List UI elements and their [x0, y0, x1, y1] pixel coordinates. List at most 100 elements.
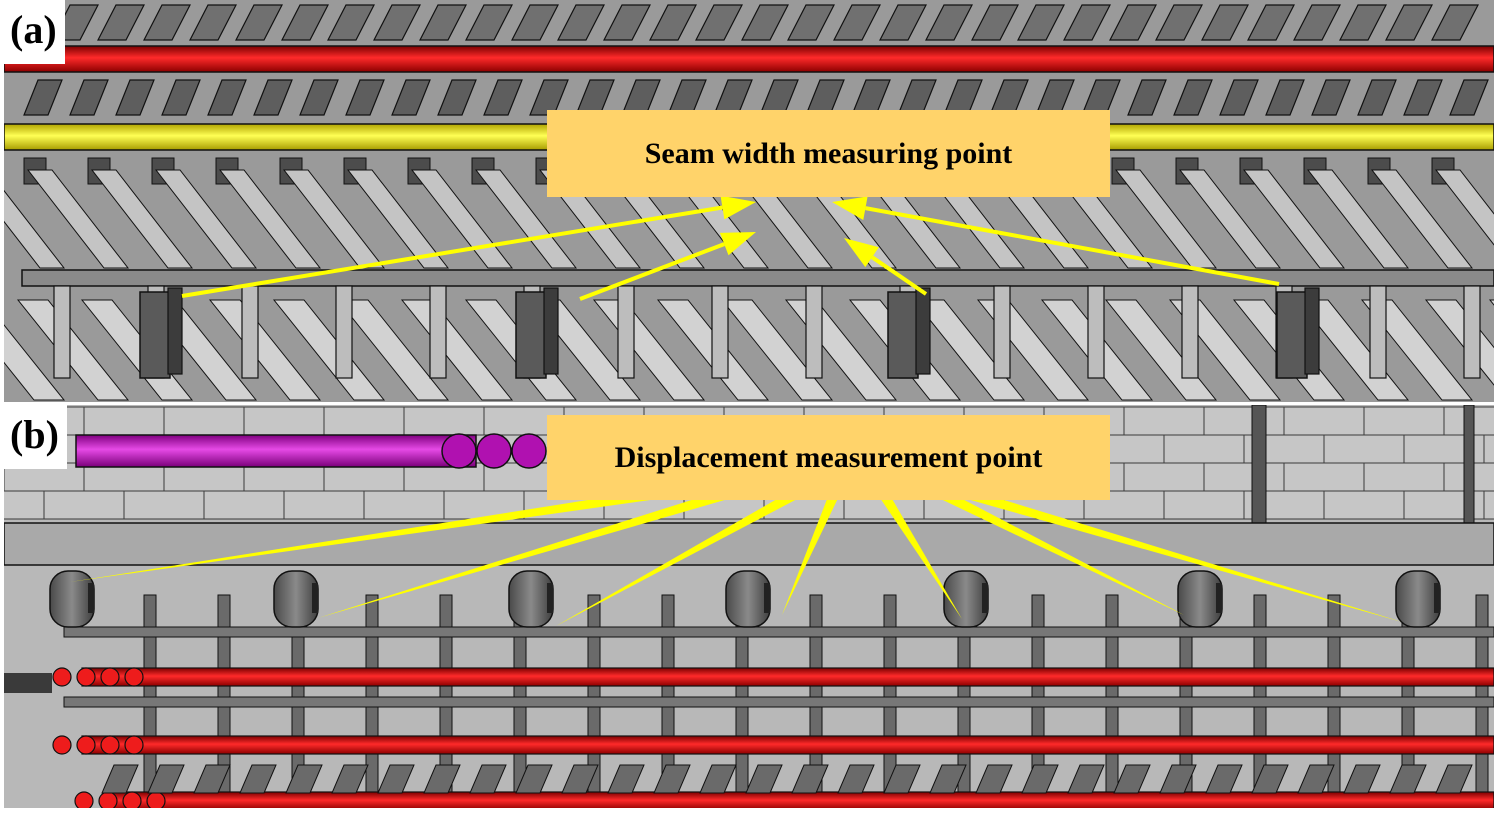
callout-wedge — [941, 490, 1184, 615]
displacement-sensor-clip — [312, 583, 318, 613]
lining-block — [1483, 434, 1494, 464]
seam-width-sensor-face — [543, 287, 559, 375]
segment-joint-light — [282, 169, 386, 269]
callout-arrow-head — [832, 196, 868, 220]
segment-joint-light — [1178, 169, 1282, 269]
bolt-bracket — [253, 79, 293, 116]
displacement-sensor — [273, 570, 319, 628]
lining-block — [1163, 434, 1245, 464]
lining-block — [323, 406, 405, 436]
bolt-bracket — [1201, 4, 1249, 41]
bolt-bracket — [147, 764, 185, 794]
lining-block — [4, 490, 45, 520]
red-pipe-end — [74, 791, 94, 808]
segment-joint-lower — [208, 299, 322, 401]
support-post — [53, 285, 71, 379]
bolt-bracket — [561, 764, 599, 794]
bolt-bracket — [437, 79, 477, 116]
lining-block — [1203, 462, 1285, 492]
bolt-bracket — [695, 4, 743, 41]
lining-block — [1363, 406, 1445, 436]
segment-joint-light — [218, 169, 322, 269]
lining-block — [1163, 490, 1245, 520]
bolt-bracket — [1297, 764, 1335, 794]
callout-wedge — [556, 490, 797, 626]
lining-block — [1483, 490, 1494, 520]
callout-wedge — [879, 492, 962, 619]
bolt-bracket — [1155, 4, 1203, 41]
bolt-bracket — [1173, 79, 1213, 116]
bolt-bracket — [699, 764, 737, 794]
bolt-bracket — [97, 4, 145, 41]
left-end-block — [4, 673, 52, 693]
red-pipe — [103, 791, 1494, 808]
red-pipe — [81, 735, 1494, 755]
segment-joint-lower — [4, 324, 66, 401]
bolt-bracket — [207, 79, 247, 116]
lining-block — [203, 490, 285, 520]
panel-b-model-view — [4, 405, 1494, 808]
lining-block — [243, 406, 325, 436]
panel-b: (b) Displacement measurement point — [4, 405, 1494, 808]
bolt-bracket — [423, 764, 461, 794]
segment-joint-light — [26, 169, 130, 269]
bolt-bracket — [515, 764, 553, 794]
support-post — [241, 285, 259, 379]
bolt-bracket — [299, 79, 339, 116]
support-post — [429, 285, 447, 379]
segment-joint-light — [474, 169, 578, 269]
red-pipe-end — [146, 791, 166, 808]
red-pipe-end — [76, 667, 96, 687]
segment-joint-light — [154, 169, 258, 269]
panel-a-model-view — [4, 0, 1494, 402]
red-pipe-end — [100, 735, 120, 755]
frame-rail — [63, 626, 1494, 638]
bolt-bracket — [345, 79, 385, 116]
bolt-bracket — [1109, 4, 1157, 41]
lining-block — [1203, 406, 1285, 436]
bolt-bracket — [1389, 764, 1427, 794]
frame-rail — [63, 696, 1494, 708]
seam-width-sensor-face — [915, 287, 931, 375]
callout-arrows — [70, 488, 1402, 626]
bolt-bracket — [101, 764, 139, 794]
bolt-bracket — [115, 79, 155, 116]
displacement-sensor-clip — [1216, 583, 1222, 613]
bolt-bracket — [465, 4, 513, 41]
vertical-column — [1251, 405, 1267, 524]
lining-block — [403, 406, 485, 436]
bolt-bracket — [285, 764, 323, 794]
bolt-bracket — [391, 79, 431, 116]
segment-bolts-lower — [101, 764, 1473, 794]
bolt-bracket — [1063, 4, 1111, 41]
seam-width-sensor — [515, 291, 547, 379]
callout-arrow-head — [719, 232, 756, 256]
bolt-bracket — [1265, 79, 1305, 116]
red-pipe-end — [52, 735, 72, 755]
segment-joint-lower — [16, 299, 130, 401]
support-beam — [21, 269, 1494, 287]
bolt-bracket — [235, 4, 283, 41]
bolt-bracket — [331, 764, 369, 794]
segment-bolts-upper — [5, 4, 1489, 116]
bolt-bracket — [1219, 79, 1259, 116]
bolt-bracket — [143, 4, 191, 41]
vertical-column — [1463, 405, 1475, 524]
bolt-bracket — [603, 4, 651, 41]
bolt-bracket — [791, 764, 829, 794]
lining-block — [283, 490, 365, 520]
panel-b-label: (b) — [4, 405, 67, 469]
callout-wedge — [70, 488, 665, 582]
magenta-pipe — [75, 434, 477, 468]
displacement-sensor-clip — [982, 583, 988, 613]
red-pipe-end — [124, 667, 144, 687]
lining-block — [363, 490, 445, 520]
panel-a-label: (a) — [4, 0, 65, 64]
callout-wedge — [782, 493, 839, 615]
displacement-sensor — [1177, 570, 1223, 628]
bolt-bracket — [281, 4, 329, 41]
callout-wedge — [962, 488, 1402, 622]
support-post — [993, 285, 1011, 379]
segment-joint-light — [1242, 169, 1346, 269]
bolt-bracket — [511, 4, 559, 41]
